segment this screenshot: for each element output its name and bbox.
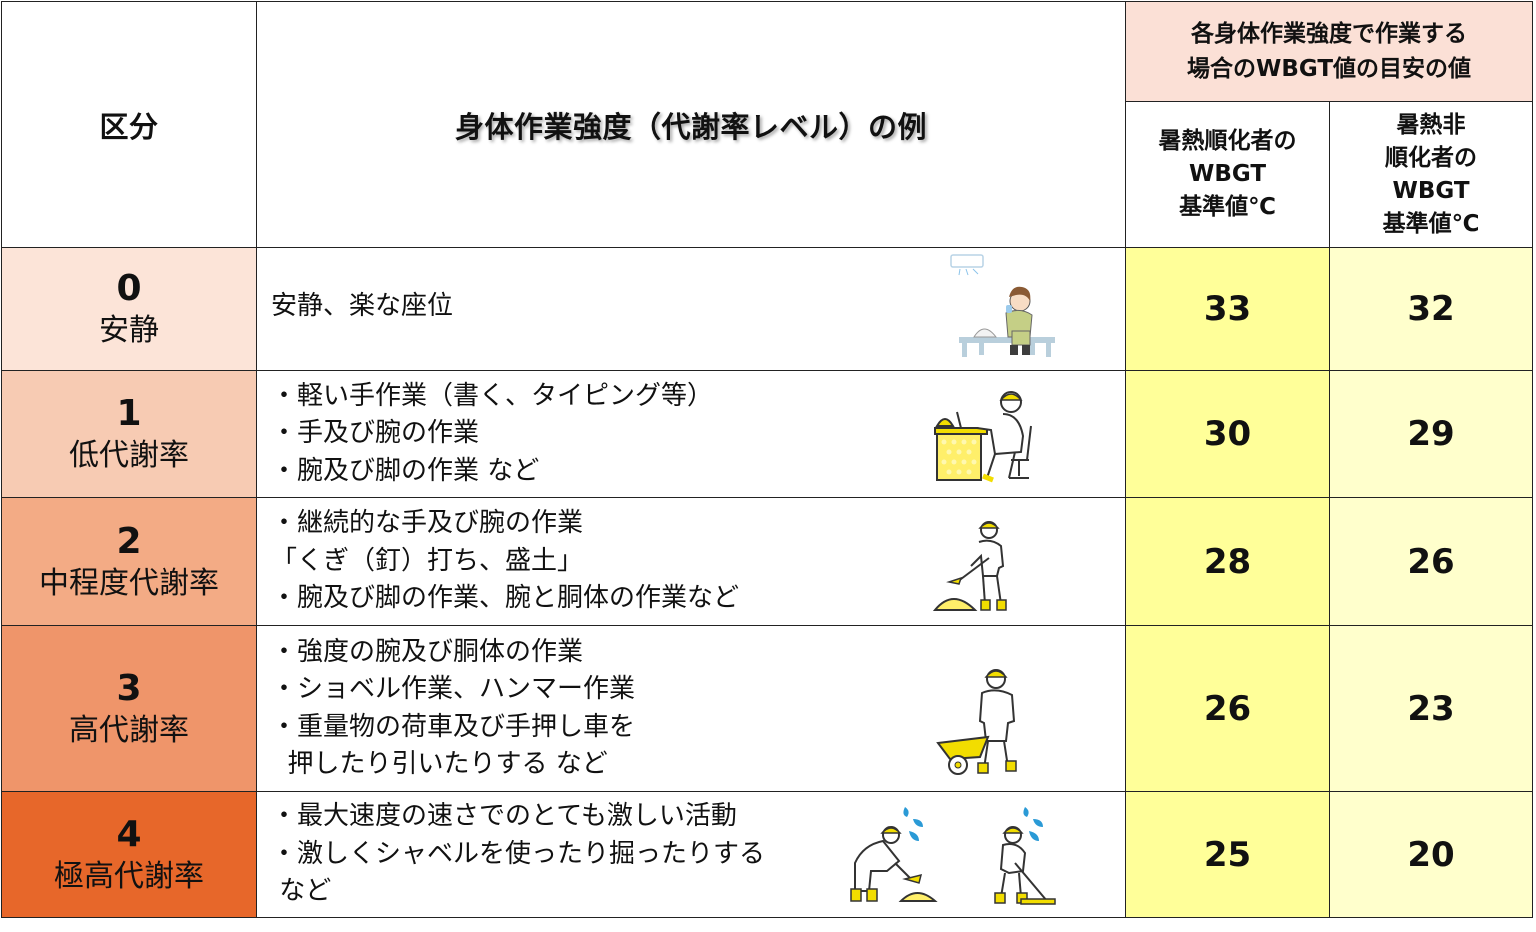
example-item: 安静、楽な座位: [271, 291, 454, 322]
example-item: 「くぎ（釘）打ち、盛土」: [271, 545, 584, 576]
examples-list: ・強度の腕及び胴体の作業 ・ショベル作業、ハンマー作業 ・重量物の荷車及び手押し…: [271, 634, 635, 784]
header-wbgt-group: 各身体作業強度で作業する 場合のWBGT値の目安の値: [1125, 1, 1533, 102]
examples-list: ・軽い手作業（書く、タイピング等） ・手及び腕の作業 ・腕及び脚の作業 など: [271, 378, 713, 491]
header-category-text: 区分: [99, 109, 159, 144]
header-acclimatized-line1: 暑熱順化者の: [1158, 128, 1297, 154]
level-number: 2: [116, 520, 142, 562]
header-non-acclimatized-line1: 暑熱非: [1396, 111, 1466, 138]
header-category: 区分: [1, 1, 257, 248]
level-label: 中程度代謝率: [39, 565, 219, 601]
level-number: 1: [116, 393, 142, 434]
level-number: 0: [116, 268, 142, 309]
example-item: 押したり引いたりする など: [271, 749, 608, 779]
desk-worker-icon: [934, 391, 1032, 483]
level-number: 3: [116, 667, 142, 709]
header-non-acclimatized-line3: WBGT: [1392, 177, 1470, 204]
shoveling-worker-icon: [932, 521, 1007, 611]
category-cell-4: 4 極高代謝率: [1, 791, 257, 918]
header-examples: 身体作業強度（代謝率レベル）の例: [256, 1, 1126, 248]
wbgt-value: 23: [1407, 688, 1455, 729]
sweat-drops-icon: [903, 807, 1043, 841]
example-item: ・強度の腕及び胴体の作業: [271, 636, 584, 667]
header-acclimatized: 暑熱順化者の WBGT 基準値℃: [1125, 101, 1330, 248]
header-wbgt-line2: 場合のWBGT値の目安の値: [1186, 55, 1472, 82]
resting-worker-icon: [950, 254, 1055, 357]
category-cell-1: 1 低代謝率: [1, 370, 257, 498]
wbgt-value: 26: [1203, 688, 1252, 729]
example-item: ・重量物の荷車及び手押し車を: [271, 711, 636, 742]
header-non-acclimatized: 暑熱非 順化者の WBGT 基準値℃: [1329, 101, 1533, 248]
level-number: 4: [116, 813, 142, 855]
wbgt-value: 28: [1203, 541, 1252, 582]
header-acclimatized-line2: WBGT: [1188, 161, 1267, 187]
example-item: ・継続的な手及び腕の作業: [271, 508, 584, 539]
wbgt-value: 20: [1407, 834, 1455, 875]
examples-list: ・継続的な手及び腕の作業 「くぎ（釘）打ち、盛土」 ・腕及び脚の作業、腕と胴体の…: [271, 505, 739, 618]
example-item: ・ショベル作業、ハンマー作業: [271, 674, 636, 704]
example-item: など: [271, 876, 332, 907]
wbgt-value: 32: [1407, 289, 1455, 329]
category-cell-2: 2 中程度代謝率: [1, 497, 257, 626]
examples-cell-4: ・最大速度の速さでのとても激しい活動 ・激しくシャベルを使ったり掘ったりする な…: [256, 791, 1126, 918]
sweating-digging-workers-icon: [850, 807, 1056, 905]
category-cell-0: 0 安静: [1, 247, 257, 371]
level-label: 極高代謝率: [54, 858, 204, 894]
wbgt-acclimatized-2: 28: [1125, 497, 1330, 626]
example-item: ・激しくシャベルを使ったり掘ったりする: [271, 838, 766, 869]
examples-list: ・最大速度の速さでのとても激しい活動 ・激しくシャベルを使ったり掘ったりする な…: [271, 798, 765, 911]
example-item: ・軽い手作業（書く、タイピング等）: [271, 380, 714, 411]
category-cell-3: 3 高代謝率: [1, 625, 257, 792]
examples-list: 安静、楽な座位: [271, 291, 453, 326]
header-non-acclimatized-line2: 順化者の: [1385, 144, 1477, 171]
example-item: ・腕及び脚の作業、腕と胴体の作業など: [271, 583, 740, 614]
header-acclimatized-line3: 基準値℃: [1179, 194, 1276, 220]
wbgt-non-acclimatized-2: 26: [1329, 497, 1533, 626]
wbgt-non-acclimatized-4: 20: [1329, 791, 1533, 918]
wbgt-acclimatized-4: 25: [1125, 791, 1330, 918]
wbgt-value: 30: [1203, 414, 1252, 454]
wbgt-value: 26: [1407, 541, 1455, 582]
example-item: ・手及び腕の作業: [271, 418, 480, 449]
wbgt-non-acclimatized-0: 32: [1329, 247, 1533, 371]
example-item: ・最大速度の速さでのとても激しい活動: [271, 801, 737, 832]
example-item: ・腕及び脚の作業 など: [271, 455, 540, 486]
header-wbgt-line1: 各身体作業強度で作業する: [1191, 20, 1467, 47]
wheelbarrow-worker-icon: [936, 669, 1017, 775]
wbgt-non-acclimatized-3: 23: [1329, 625, 1533, 792]
wbgt-acclimatized-0: 33: [1125, 247, 1330, 371]
header-non-acclimatized-line4: 基準値℃: [1382, 210, 1480, 237]
header-examples-text: 身体作業強度（代謝率レベル）の例: [454, 109, 927, 144]
wbgt-acclimatized-3: 26: [1125, 625, 1330, 792]
wbgt-value: 25: [1203, 834, 1252, 875]
wbgt-acclimatized-1: 30: [1125, 370, 1330, 498]
level-label: 低代謝率: [69, 438, 189, 473]
level-label: 安静: [99, 313, 159, 348]
wbgt-non-acclimatized-1: 29: [1329, 370, 1533, 498]
wbgt-value: 33: [1203, 289, 1252, 329]
wbgt-value: 29: [1407, 414, 1455, 454]
level-label: 高代謝率: [69, 712, 189, 748]
